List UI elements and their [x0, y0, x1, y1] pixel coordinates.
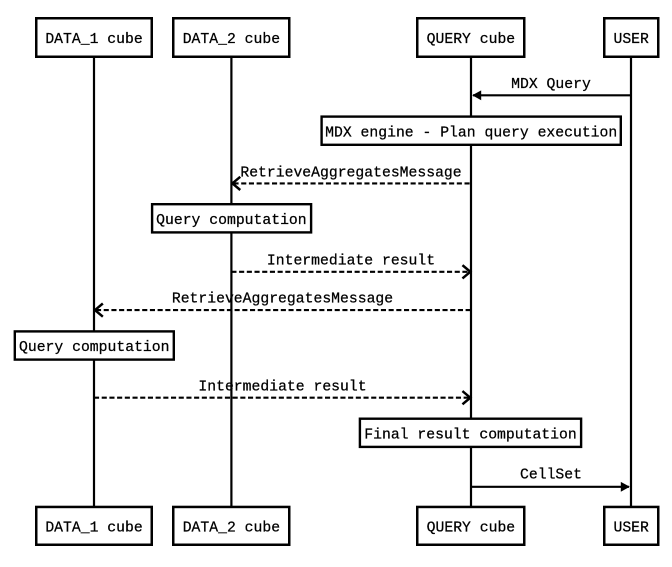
svg-text:Query computation: Query computation	[156, 213, 306, 229]
svg-text:DATA_1 cube: DATA_1 cube	[45, 32, 142, 48]
svg-text:DATA_2 cube: DATA_2 cube	[183, 521, 280, 537]
svg-text:DATA_2 cube: DATA_2 cube	[183, 32, 280, 48]
svg-text:QUERY cube: QUERY cube	[427, 521, 516, 537]
svg-text:Intermediate result: Intermediate result	[267, 253, 435, 269]
svg-text:RetrieveAggregatesMessage: RetrieveAggregatesMessage	[240, 165, 461, 181]
svg-text:MDX Query: MDX Query	[511, 77, 591, 93]
svg-text:MDX engine - Plan query execut: MDX engine - Plan query execution	[325, 125, 617, 141]
svg-text:Query computation: Query computation	[19, 340, 169, 356]
svg-text:Intermediate result: Intermediate result	[198, 379, 366, 395]
svg-text:USER: USER	[613, 32, 649, 48]
svg-text:Final result computation: Final result computation	[364, 428, 576, 444]
svg-text:QUERY cube: QUERY cube	[427, 32, 516, 48]
svg-text:CellSet: CellSet	[520, 467, 582, 483]
svg-text:RetrieveAggregatesMessage: RetrieveAggregatesMessage	[172, 292, 393, 308]
svg-text:USER: USER	[613, 521, 649, 537]
svg-text:DATA_1 cube: DATA_1 cube	[45, 521, 142, 537]
